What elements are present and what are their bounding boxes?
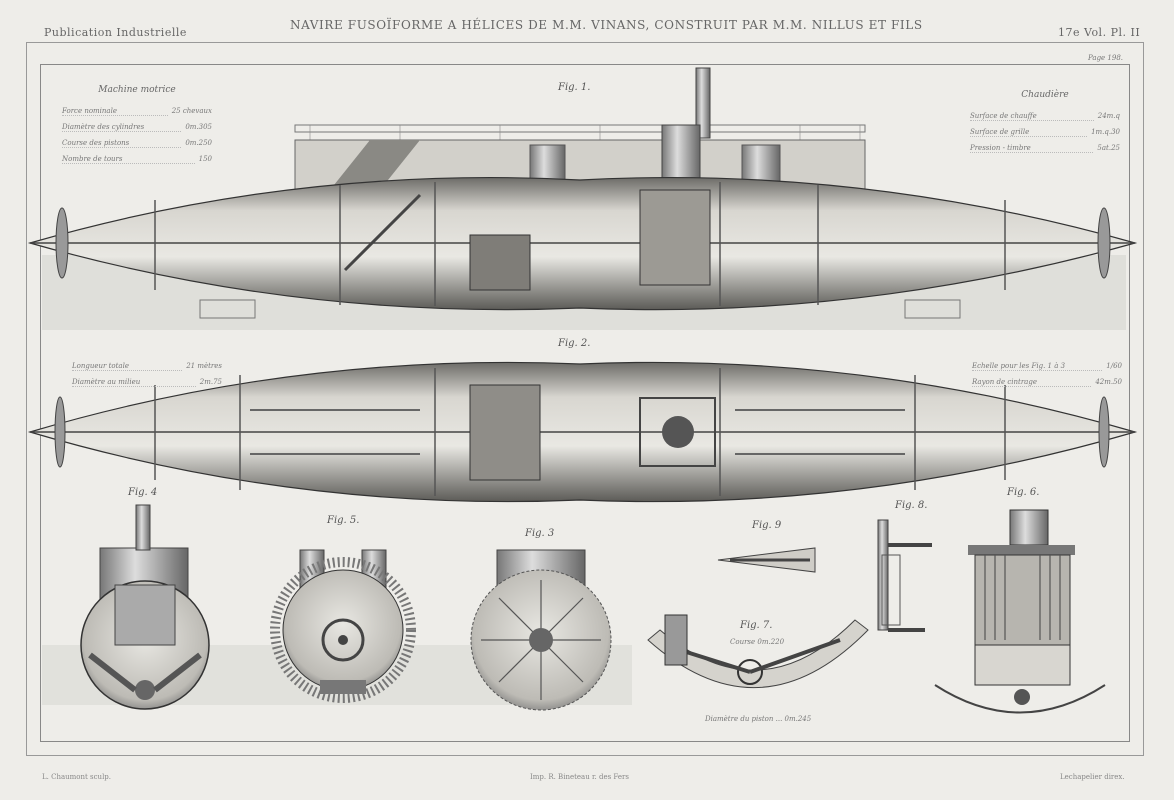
fig4-cross-section xyxy=(80,504,210,710)
fig6-boiler-section xyxy=(934,509,1106,714)
fig2-plan-view xyxy=(27,361,1138,503)
publication-label: Publication Industrielle xyxy=(44,26,187,39)
fig8-detail xyxy=(877,519,932,632)
fig3-label: Fig. 3 xyxy=(525,528,555,539)
page-ref: Page 198. xyxy=(1088,54,1124,62)
plate-title: NAVIRE FUSOÏFORME A HÉLICES DE M.M. VINA… xyxy=(290,18,923,32)
fig1-side-elevation xyxy=(27,67,1138,330)
fig6-label: Fig. 6. xyxy=(1007,487,1040,498)
fig4-label: Fig. 4 xyxy=(128,487,158,498)
fig2-label: Fig. 2. xyxy=(558,338,591,349)
director-credit: Lechapelier direx. xyxy=(1060,773,1125,781)
fig5-cross-section xyxy=(270,549,416,703)
machine-motrice-heading: Machine motrice xyxy=(98,85,176,95)
fig7-course-note: Course 0m.220 xyxy=(730,638,785,646)
engraver-credit: L. Chaumont sculp. xyxy=(42,773,112,781)
fig1-label: Fig. 1. xyxy=(558,82,591,93)
fig5-label: Fig. 5. xyxy=(327,515,360,526)
inner-frame xyxy=(40,64,1130,742)
fig8-label: Fig. 8. xyxy=(895,500,928,511)
fig7-piston-note: Diamètre du piston ... 0m.245 xyxy=(705,715,812,723)
fig7-detail xyxy=(647,614,869,689)
fig9-detail xyxy=(717,547,816,573)
fig9-label: Fig. 9 xyxy=(752,520,782,531)
outer-frame xyxy=(26,42,1144,756)
printer-credit: Imp. R. Bineteau r. des Fers xyxy=(530,773,629,781)
fig3-cross-section xyxy=(470,549,612,711)
volume-label: 17e Vol. Pl. II xyxy=(1058,26,1141,39)
fig7-label: Fig. 7. xyxy=(740,620,773,631)
chaudiere-heading: Chaudière xyxy=(1021,90,1069,100)
